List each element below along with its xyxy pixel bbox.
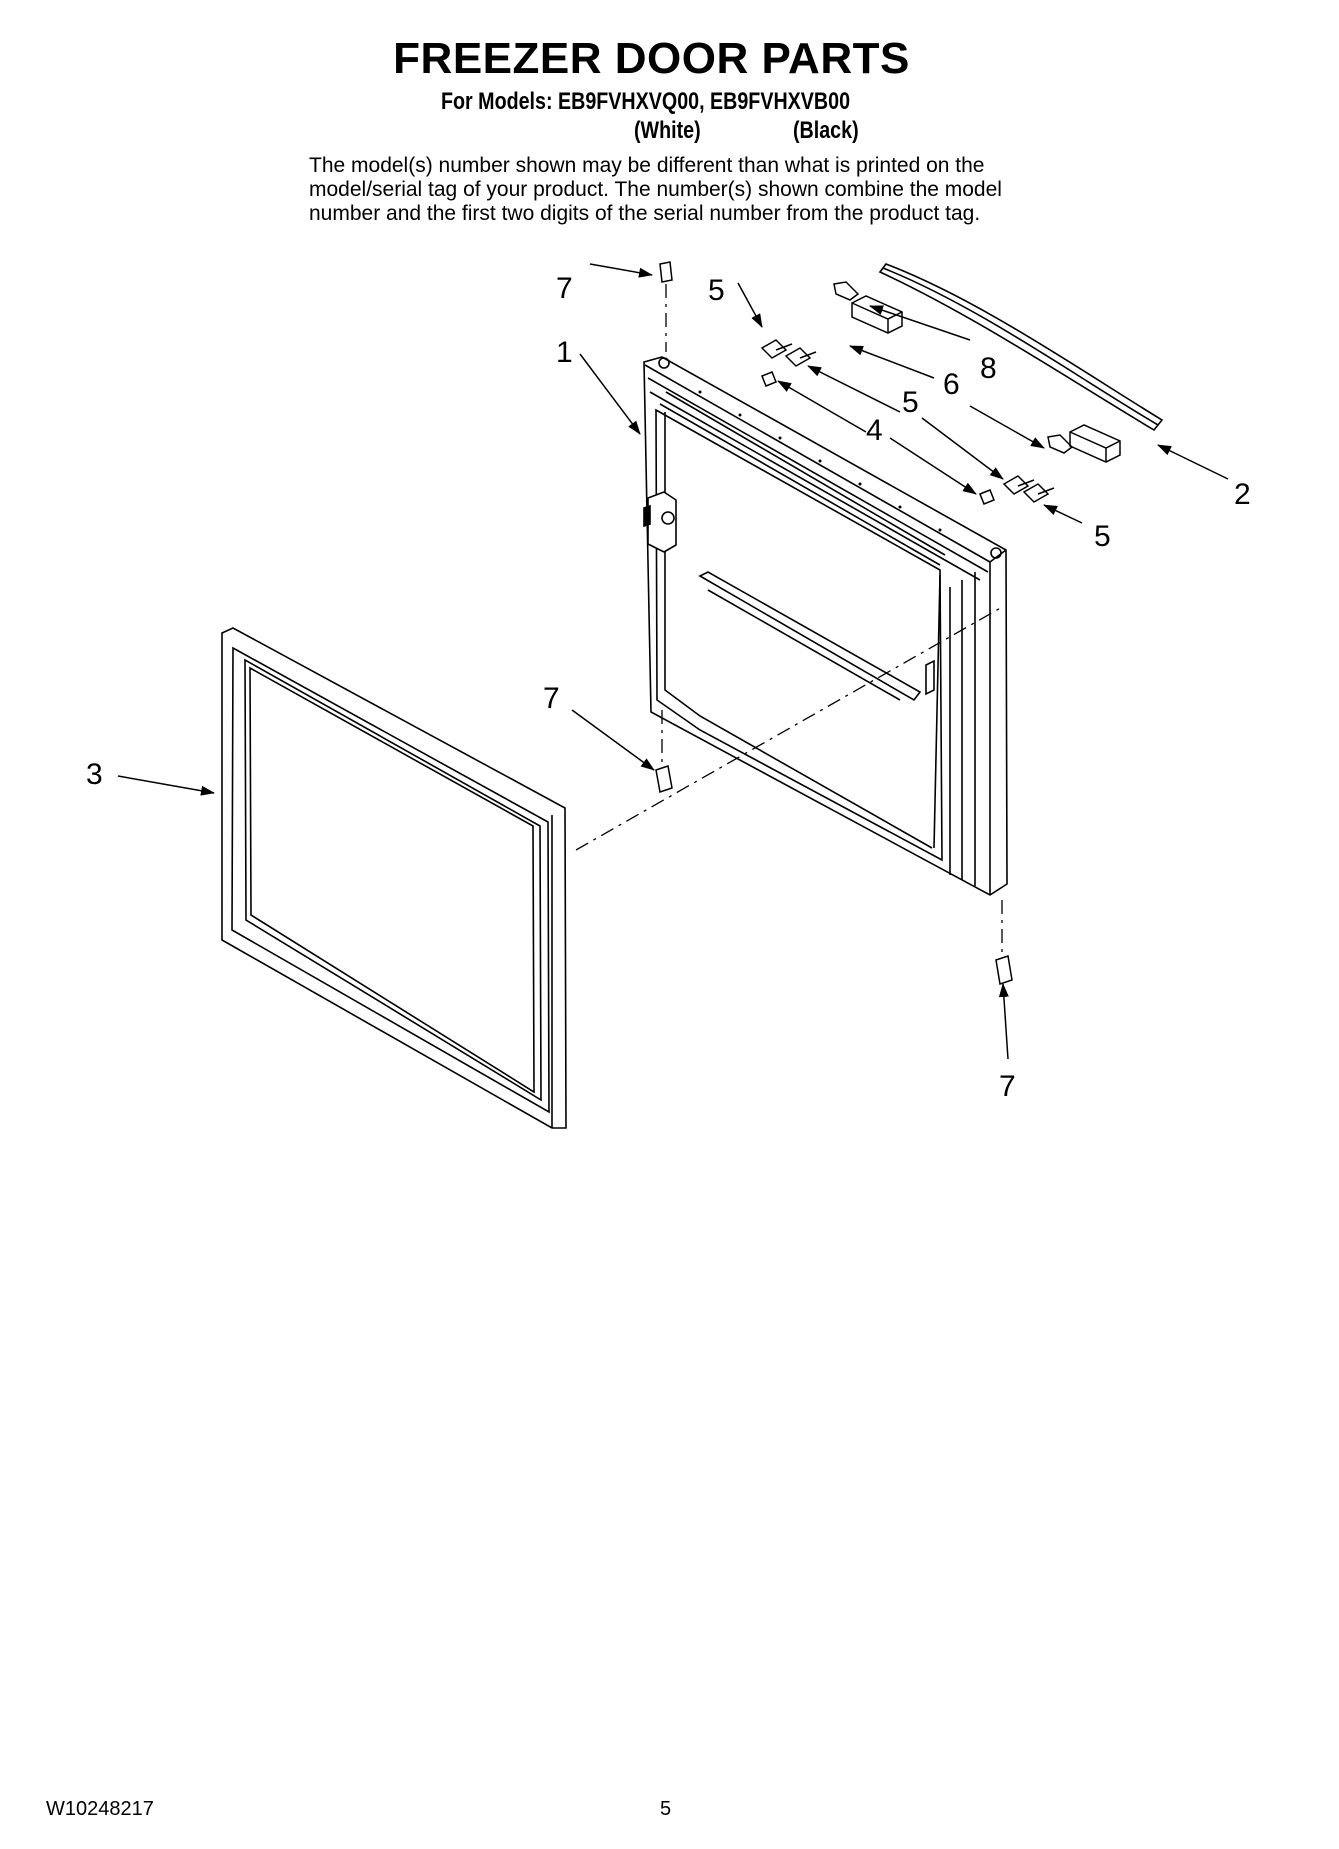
notice-line-1: The model(s) number shown may be differe… xyxy=(309,154,985,177)
callout-2: 2 xyxy=(1234,478,1251,511)
model-notice: The model(s) number shown may be differe… xyxy=(309,154,1129,226)
callout-5-right: 5 xyxy=(1094,520,1111,553)
callout-7-mid: 7 xyxy=(543,682,560,715)
alignment-lines xyxy=(575,284,1005,952)
page-title: FREEZER DOOR PARTS xyxy=(393,34,910,83)
callout-4: 4 xyxy=(866,414,883,447)
door-gasket-part xyxy=(221,627,567,1129)
leader-arrows xyxy=(117,263,1229,1060)
notice-line-2: model/serial tag of your product. The nu… xyxy=(309,178,1002,201)
document-number: W10248217 xyxy=(46,1798,154,1820)
end-cap-clip-parts xyxy=(833,281,1121,463)
variant-black-label: (Black) xyxy=(793,117,859,144)
hinge-bushing-parts xyxy=(655,261,1013,985)
callout-3: 3 xyxy=(86,758,103,791)
page-number: 5 xyxy=(660,1798,672,1820)
callout-8: 8 xyxy=(980,352,997,385)
screw-and-washer-parts xyxy=(760,339,1055,505)
callout-6: 6 xyxy=(943,368,960,401)
door-trim-strip-part xyxy=(878,263,1164,432)
callout-7-bottom: 7 xyxy=(999,1070,1016,1103)
variant-white-label: (White) xyxy=(634,117,701,144)
door-liner-part xyxy=(643,356,1008,896)
callout-1: 1 xyxy=(556,336,573,369)
notice-line-3: number and the first two digits of the s… xyxy=(309,202,981,225)
callout-7-top: 7 xyxy=(556,272,573,305)
callout-5-top: 5 xyxy=(708,274,725,307)
model-numbers: For Models: EB9FVHXVQ00, EB9FVHXVB00 xyxy=(441,88,851,115)
callout-5-mid: 5 xyxy=(902,386,919,419)
